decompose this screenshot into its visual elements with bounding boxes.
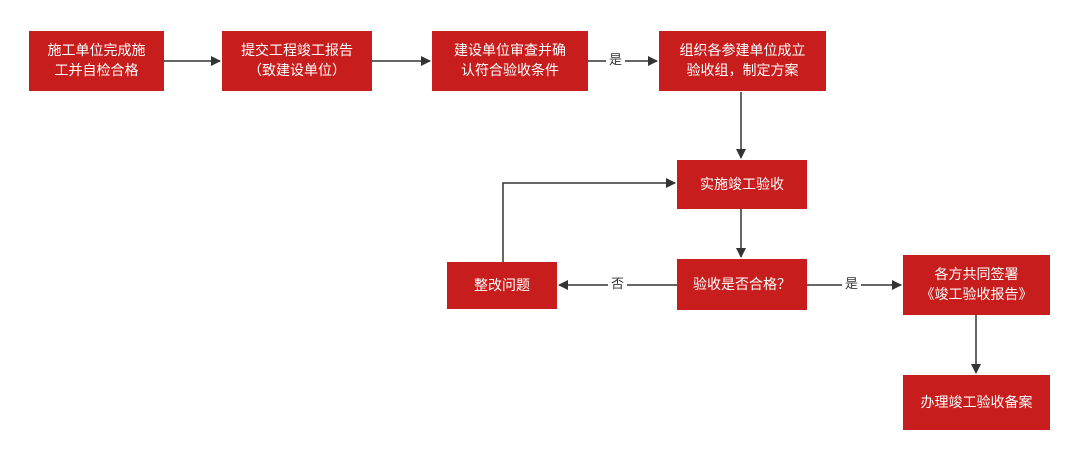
node-text-line: 实施竣工验收: [700, 176, 784, 193]
node-text-line: 《竣工验收报告》: [920, 287, 1033, 303]
node-conduct-acceptance: 实施竣工验收: [677, 160, 807, 209]
edge-label-no: 否: [608, 277, 628, 293]
node-sign-acceptance-report: 各方共同签署 《竣工验收报告》: [903, 255, 1050, 315]
node-text-line: 提交工程竣工报告: [241, 43, 353, 59]
node-form-acceptance-team: 组织各参建单位成立 验收组，制定方案: [659, 31, 826, 91]
node-text-line: 验收是否合格？: [693, 276, 791, 293]
node-text-line: 验收组，制定方案: [686, 63, 799, 79]
node-owner-review: 建设单位审查并确 认符合验收条件: [432, 31, 588, 91]
node-file-acceptance-record: 办理竣工验收备案: [903, 375, 1050, 430]
node-construction-self-check: 施工单位完成施 工并自检合格: [29, 31, 164, 91]
node-rectify-issues: 整改问题: [447, 262, 557, 309]
edge-label-yes-top: 是: [606, 53, 626, 69]
node-text-line: 施工单位完成施: [47, 43, 146, 59]
node-text-line: 办理竣工验收备案: [920, 394, 1033, 411]
node-text-line: 建设单位审查并确: [454, 43, 566, 59]
node-text-line: 整改问题: [474, 277, 530, 294]
arrow-n7-n5: [502, 178, 676, 262]
node-text-line: 工并自检合格: [54, 63, 139, 79]
node-text-line: （致建设单位）: [248, 63, 346, 79]
node-text-line: 认符合验收条件: [461, 63, 559, 79]
edge-label-yes-right: 是: [842, 277, 862, 293]
node-text-line: 组织各参建单位成立: [679, 43, 806, 59]
node-submit-completion-report: 提交工程竣工报告 （致建设单位）: [222, 31, 372, 91]
node-text-line: 各方共同签署: [934, 267, 1019, 283]
node-acceptance-decision: 验收是否合格？: [677, 259, 807, 310]
